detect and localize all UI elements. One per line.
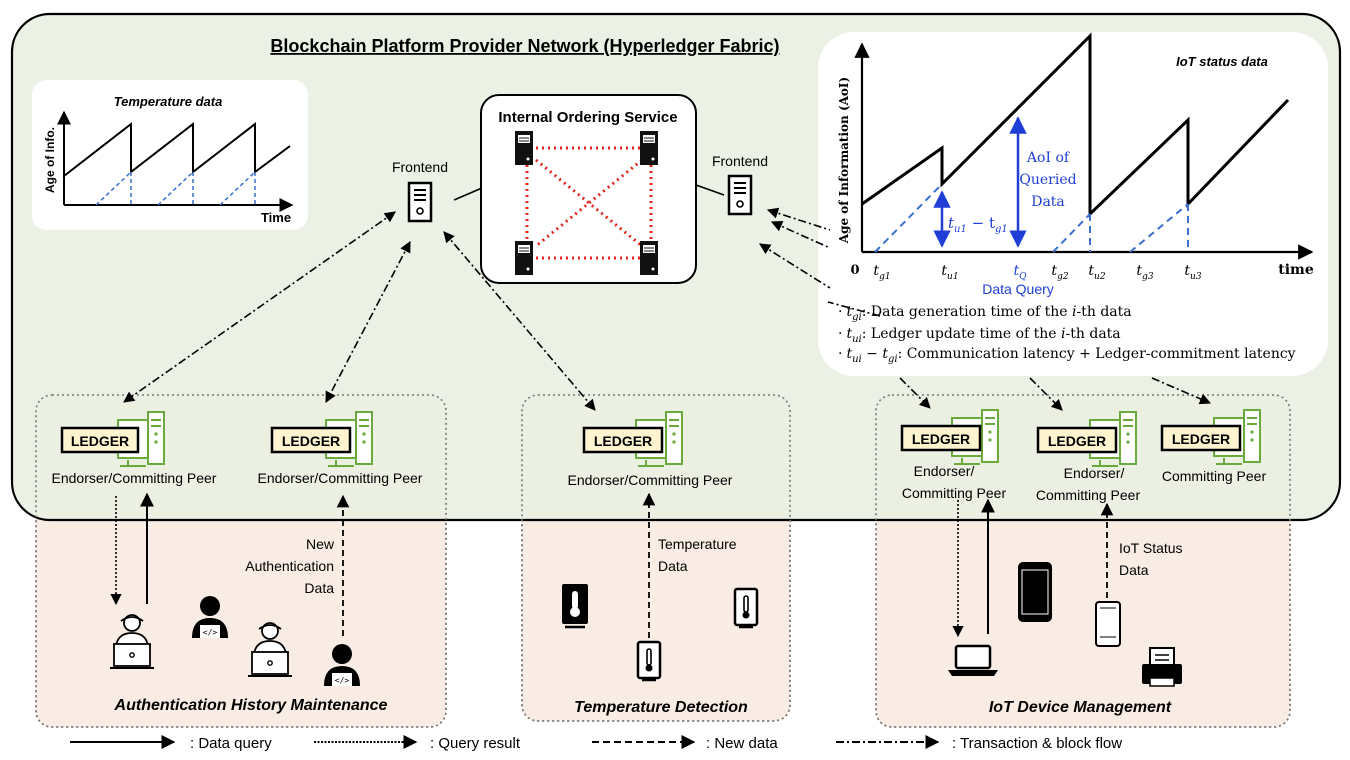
laptop-icon xyxy=(948,644,998,676)
network-title: Blockchain Platform Provider Network (Hy… xyxy=(270,36,779,56)
smartphone-icon xyxy=(1018,562,1052,622)
data-query-label: Data Query xyxy=(982,281,1054,297)
temperature-chart: Temperature data Age of Info. Time xyxy=(32,80,308,230)
orderer-server-icon xyxy=(514,130,534,166)
svg-text:·tgi: Data generation time of: ·tgi: Data generation time of the i-th d… xyxy=(838,304,1132,323)
ledger-label: LEDGER xyxy=(71,433,129,449)
peer-5-label-1: Endorser/ xyxy=(1064,465,1125,481)
peer-3-label: Endorser/Committing Peer xyxy=(568,472,733,488)
svg-text:tu3: tu3 xyxy=(1184,263,1201,282)
legend-query: : Data query xyxy=(190,735,272,752)
frontend-right-label: Frontend xyxy=(712,153,768,169)
peer-3: LEDGER Endorser/Committing Peer xyxy=(568,411,733,488)
ledger-label: LEDGER xyxy=(1048,433,1106,449)
svg-text:tu1 − tg1: tu1 − tg1 xyxy=(948,214,1008,235)
temp-chart-title: Temperature data xyxy=(114,94,223,109)
iot-flow-label-1: IoT Status xyxy=(1119,540,1183,556)
peer-5-label-2: Committing Peer xyxy=(1036,487,1141,503)
frontend-left-label: Frontend xyxy=(392,159,448,175)
aoi-label-1: AoI of xyxy=(1026,150,1071,166)
orderer-server-icon xyxy=(639,240,659,276)
svg-text:tg3: tg3 xyxy=(1136,263,1153,282)
aoi-label-2: Queried xyxy=(1019,172,1076,188)
peer-4-label-1: Endorser/ xyxy=(914,463,975,479)
temp-chart-ylabel: Age of Info. xyxy=(43,127,57,193)
legend-result: : Query result xyxy=(430,735,521,752)
frontend-left-server-icon xyxy=(407,181,433,223)
svg-text:·tui − tgi: Communication late: ·tui − tgi: Communication latency + Ledg… xyxy=(838,346,1296,365)
frontend-right-server-icon xyxy=(727,174,753,216)
ledger-label: LEDGER xyxy=(912,431,970,447)
peer-2-label: Endorser/Committing Peer xyxy=(258,470,423,486)
peer-4: LEDGER Endorser/ Committing Peer xyxy=(900,409,1007,501)
iot-flow-label-2: Data xyxy=(1119,562,1149,578)
ledger-label: LEDGER xyxy=(282,433,340,449)
svg-text:tg1: tg1 xyxy=(873,263,890,282)
legend-new-data: : New data xyxy=(706,735,778,752)
group-temp-title: Temperature Detection xyxy=(574,699,748,716)
peer-6: LEDGER Committing Peer xyxy=(1160,409,1267,484)
peer-2: LEDGER Endorser/Committing Peer xyxy=(258,411,423,486)
temp-flow-label-2: Data xyxy=(658,558,688,574)
new-auth-label-3: Data xyxy=(304,580,334,596)
ledger-label: LEDGER xyxy=(594,433,652,449)
iot-status-chart: IoT status data Age of Information (AoI)… xyxy=(818,32,1328,376)
peer-1: LEDGER Endorser/Committing Peer xyxy=(52,411,217,486)
svg-text:·tui: Ledger update time of th: ·tui: Ledger update time of the i-th dat… xyxy=(838,326,1121,345)
mobile-phone-icon xyxy=(1095,601,1121,647)
aoi-label-3: Data xyxy=(1031,194,1065,210)
new-auth-label-2: Authentication xyxy=(245,558,334,574)
iot-chart-ylabel: Age of Information (AoI) xyxy=(837,77,851,244)
iot-chart-xlabel: time xyxy=(1278,262,1314,278)
thermometer-icon xyxy=(733,587,759,629)
peer-5: LEDGER Endorser/ Committing Peer xyxy=(1036,411,1141,503)
printer-icon xyxy=(1142,647,1182,687)
ordering-service: Internal Ordering Service xyxy=(480,94,697,284)
thermometer-icon xyxy=(636,640,662,682)
peer-4-label-2: Committing Peer xyxy=(902,485,1007,501)
orderer-server-icon xyxy=(639,130,659,166)
temp-chart-xlabel: Time xyxy=(261,210,291,225)
iot-chart-title: IoT status data xyxy=(1176,54,1268,69)
svg-text:tg2: tg2 xyxy=(1051,263,1068,282)
new-auth-label-1: New xyxy=(306,536,335,552)
thermometer-icon xyxy=(562,584,588,629)
svg-text:tQ: tQ xyxy=(1013,263,1027,282)
ledger-label: LEDGER xyxy=(1172,431,1230,447)
svg-text:tu2: tu2 xyxy=(1088,263,1105,282)
ordering-title: Internal Ordering Service xyxy=(498,109,677,126)
legend-tx: : Transaction & block flow xyxy=(952,735,1122,752)
svg-text:tu1: tu1 xyxy=(941,263,958,282)
group-auth-title: Authentication History Maintenance xyxy=(114,697,388,714)
origin-label: 0 xyxy=(850,263,859,278)
group-iot-title: IoT Device Management xyxy=(989,699,1172,716)
peer-1-label: Endorser/Committing Peer xyxy=(52,470,217,486)
peer-6-label: Committing Peer xyxy=(1162,468,1267,484)
orderer-server-icon xyxy=(514,240,534,276)
legend: : Data query : Query result : New data :… xyxy=(70,735,1122,752)
temp-flow-label-1: Temperature xyxy=(658,536,737,552)
